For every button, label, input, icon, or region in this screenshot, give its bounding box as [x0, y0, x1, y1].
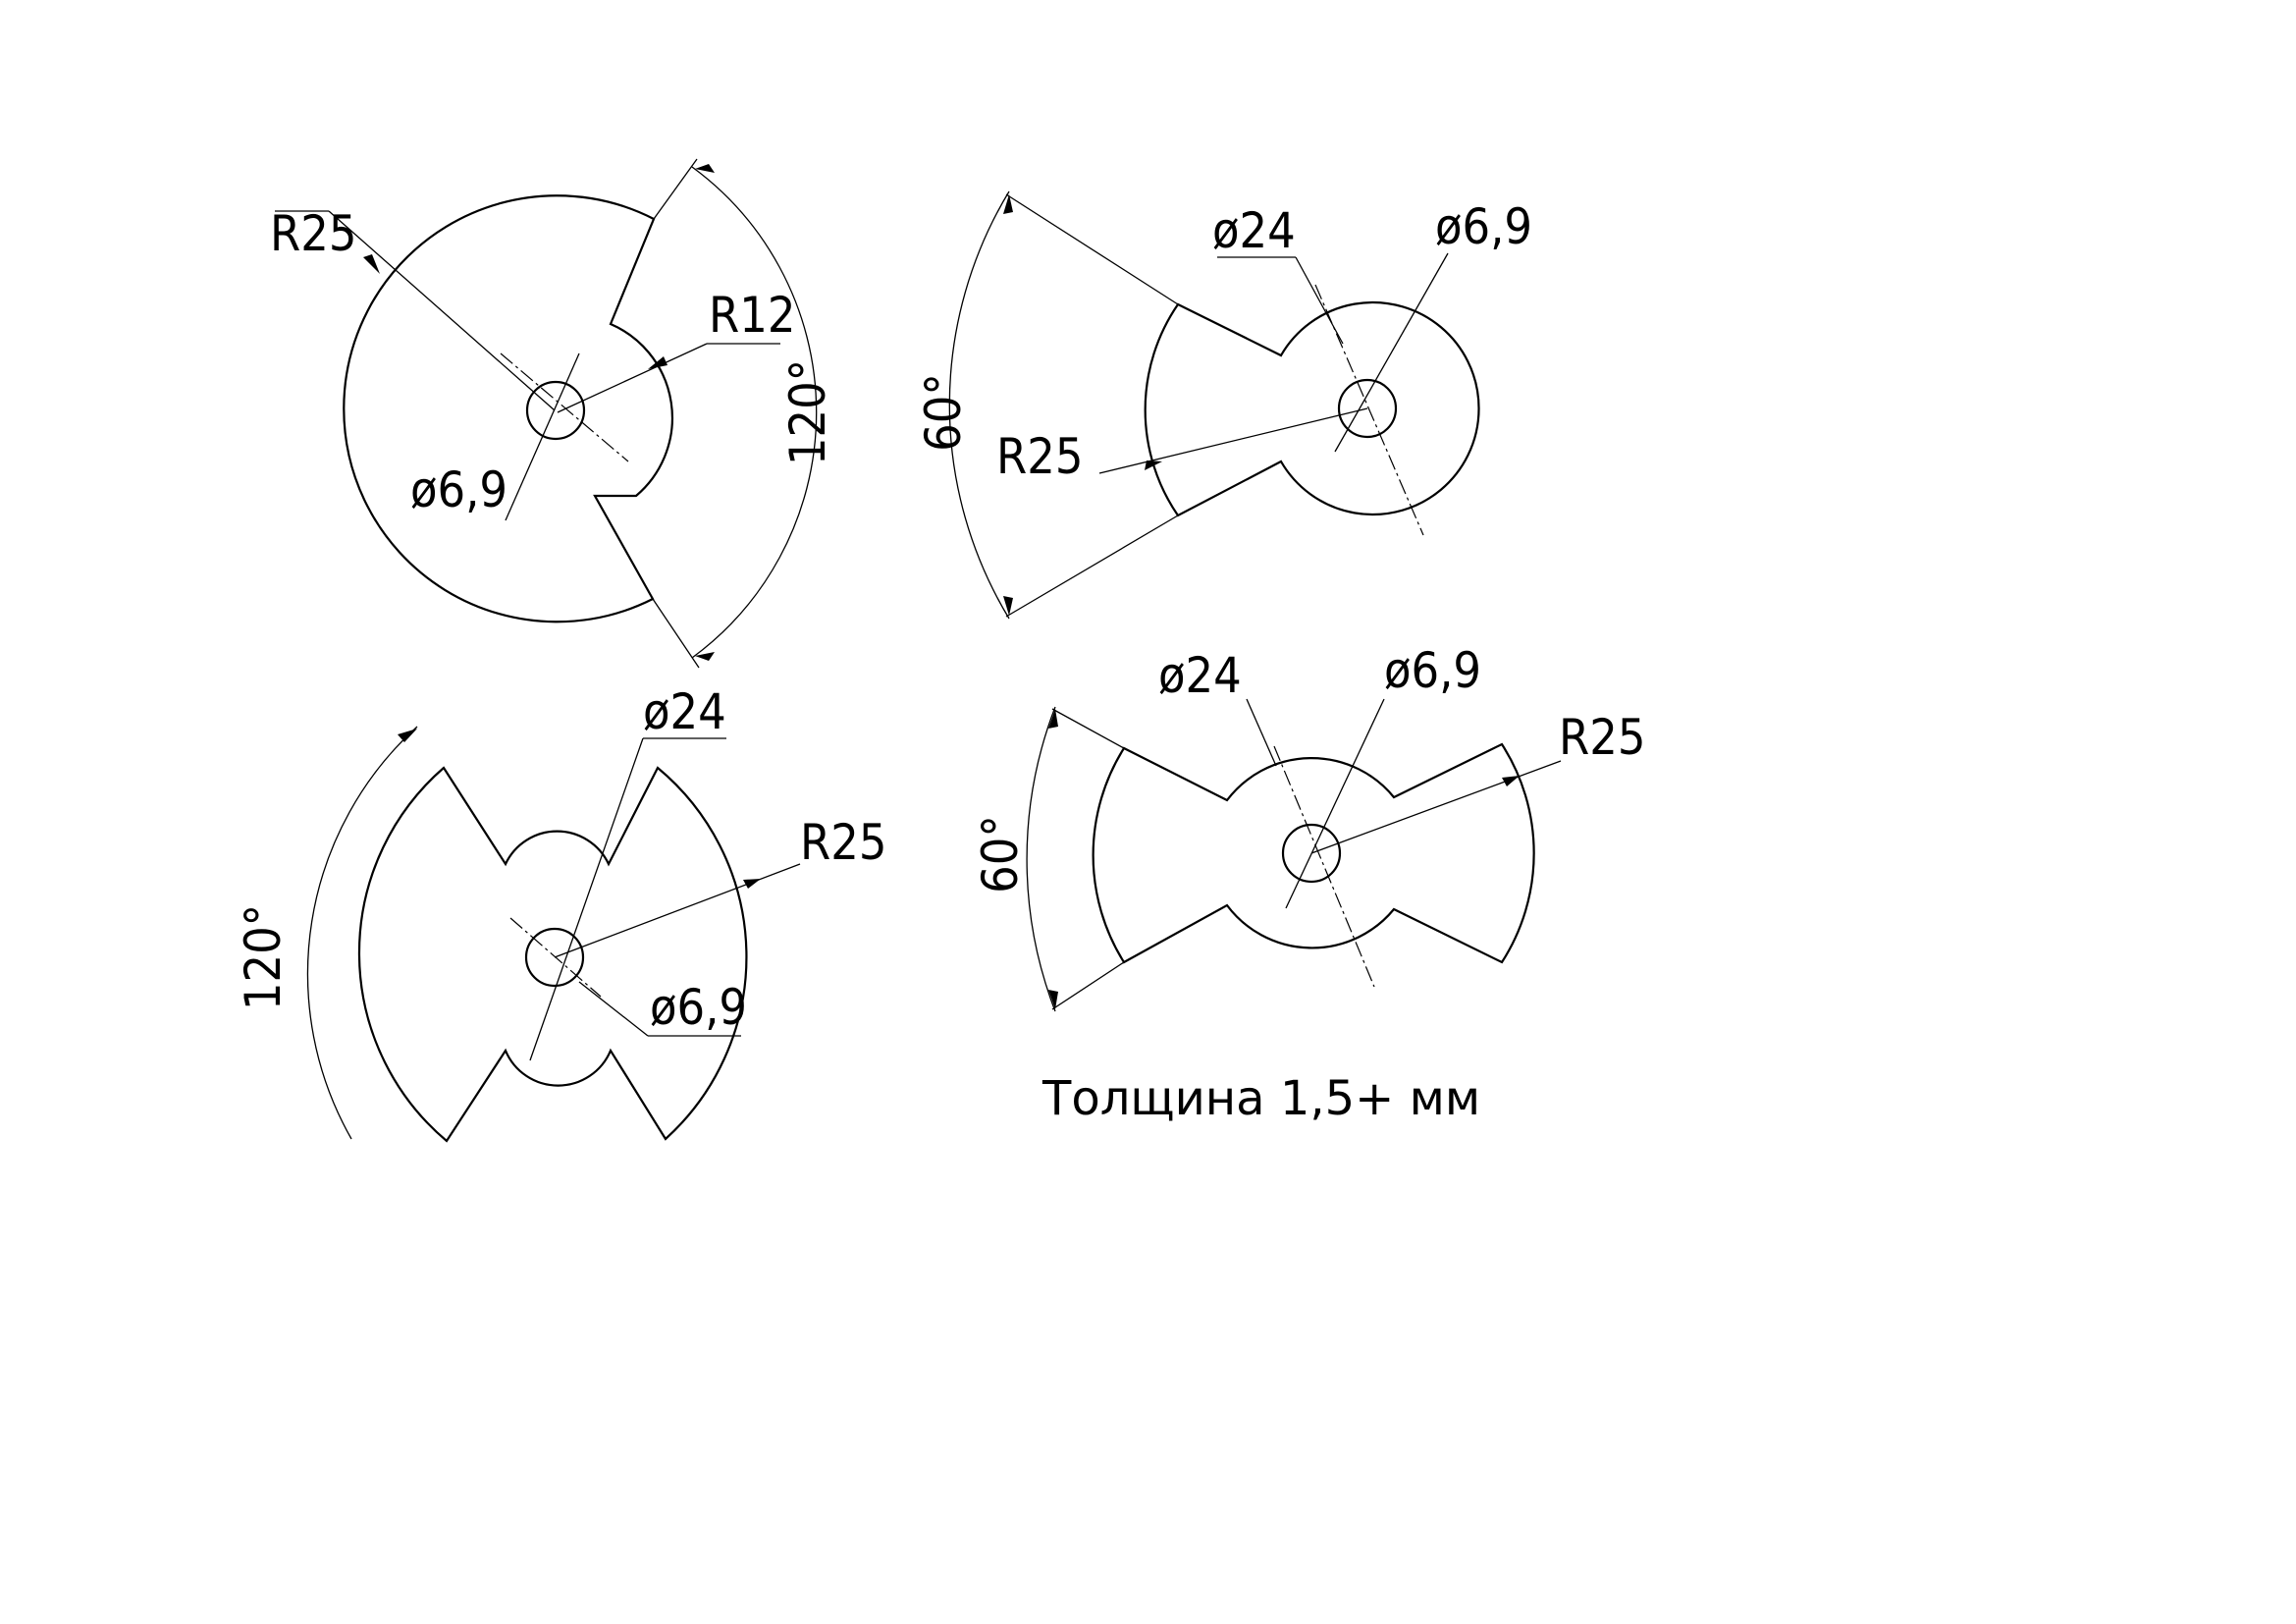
part-1-outline: [343, 194, 673, 623]
part-4-angle-arrow-top: [1048, 709, 1058, 729]
part-2-hub-leader: [1295, 256, 1344, 345]
part-1-hole-leader: [505, 352, 580, 521]
part-3-r25-leader: [554, 863, 801, 958]
part-2-hub-label: ø24: [1212, 202, 1296, 259]
part-4-hub-leader: [1246, 698, 1277, 767]
part-4-angle-arc: [1026, 706, 1056, 1012]
part-1-r12-arrow: [648, 356, 667, 369]
part-2-hole: [1337, 378, 1398, 439]
part-3-double-sector: ø24 R25 ø6,9 120°: [235, 683, 886, 1143]
part-2-outline: [1144, 300, 1480, 517]
part-1-angle-arc: [691, 166, 818, 659]
part-4-hole: [1281, 823, 1342, 884]
part-2-angle-ext-top: [1005, 193, 1179, 305]
part-4-angle-label: 60°: [972, 815, 1029, 893]
part-2-r25-arrow: [1145, 460, 1162, 470]
part-4-angle-ext-top: [1051, 708, 1125, 749]
part-2-single-sector: ø24 ø6,9 R25 60°: [915, 190, 1532, 620]
part-2-angle-ext-bottom: [1005, 514, 1179, 618]
part-4-centerline: [1273, 745, 1375, 988]
part-2-r25-leader: [1098, 407, 1368, 474]
part-1-r12-label: R12: [709, 287, 795, 344]
part-1-angle-arrow-top: [695, 164, 715, 173]
part-4-r25-leader: [1310, 760, 1562, 854]
part-3-r25-arrow: [743, 879, 761, 889]
part-3-hole-label: ø6,9: [650, 979, 747, 1036]
part-2-r25-label: R25: [996, 428, 1083, 485]
part-1-angle-arrow-bottom: [695, 652, 715, 661]
part-1-hole: [525, 380, 586, 441]
part-4-bowtie: ø24 ø6,9 R25 60°: [972, 642, 1645, 1012]
part-3-hub-label: ø24: [643, 683, 726, 740]
part-4-hole-leader: [1285, 698, 1385, 909]
part-2-angle-label: 60°: [915, 373, 972, 452]
part-2-angle-arrow-top: [1003, 194, 1013, 214]
part-1-disc-with-notch: R25 R12 ø6,9 120°: [270, 158, 836, 669]
part-3-outline: [357, 766, 748, 1143]
part-1-angle-label: 120°: [779, 359, 836, 465]
part-4-angle-arrow-bottom: [1048, 990, 1058, 1009]
part-4-hub-label: ø24: [1158, 647, 1242, 704]
part-3-hole: [524, 927, 585, 988]
part-3-hole-leader: [578, 981, 649, 1037]
part-2-hole-leader: [1334, 252, 1449, 453]
part-4-angle-ext-bottom: [1051, 961, 1125, 1010]
part-2-hole-label: ø6,9: [1435, 198, 1532, 255]
thickness-note: Толщина 1,5+ мм: [1041, 1071, 1480, 1126]
part-2-centerline: [1314, 284, 1424, 536]
part-4-r25-label: R25: [1559, 709, 1645, 766]
part-3-hub-leader: [529, 737, 644, 1061]
part-1-angle-ext-bottom: [652, 598, 700, 669]
part-1-centerline: [500, 352, 629, 462]
part-3-angle-arrow-top: [398, 729, 417, 742]
part-1-r12-leader: [557, 343, 708, 413]
part-1-angle-ext-top: [653, 158, 698, 220]
part-4-r25-arrow: [1502, 776, 1520, 786]
part-2-angle-arc: [948, 190, 1010, 620]
part-4-outline: [1092, 742, 1535, 964]
part-3-r25-label: R25: [800, 814, 886, 871]
part-1-r25-label: R25: [270, 205, 356, 262]
part-3-angle-arc: [306, 726, 418, 1140]
part-1-r25-arrow: [363, 254, 380, 274]
part-1-hole-label: ø6,9: [410, 461, 507, 518]
part-1-r25-leader: [328, 210, 556, 411]
part-4-hole-label: ø6,9: [1384, 642, 1481, 699]
part-3-angle-label: 120°: [235, 904, 292, 1010]
part-2-angle-arrow-bottom: [1003, 596, 1013, 616]
